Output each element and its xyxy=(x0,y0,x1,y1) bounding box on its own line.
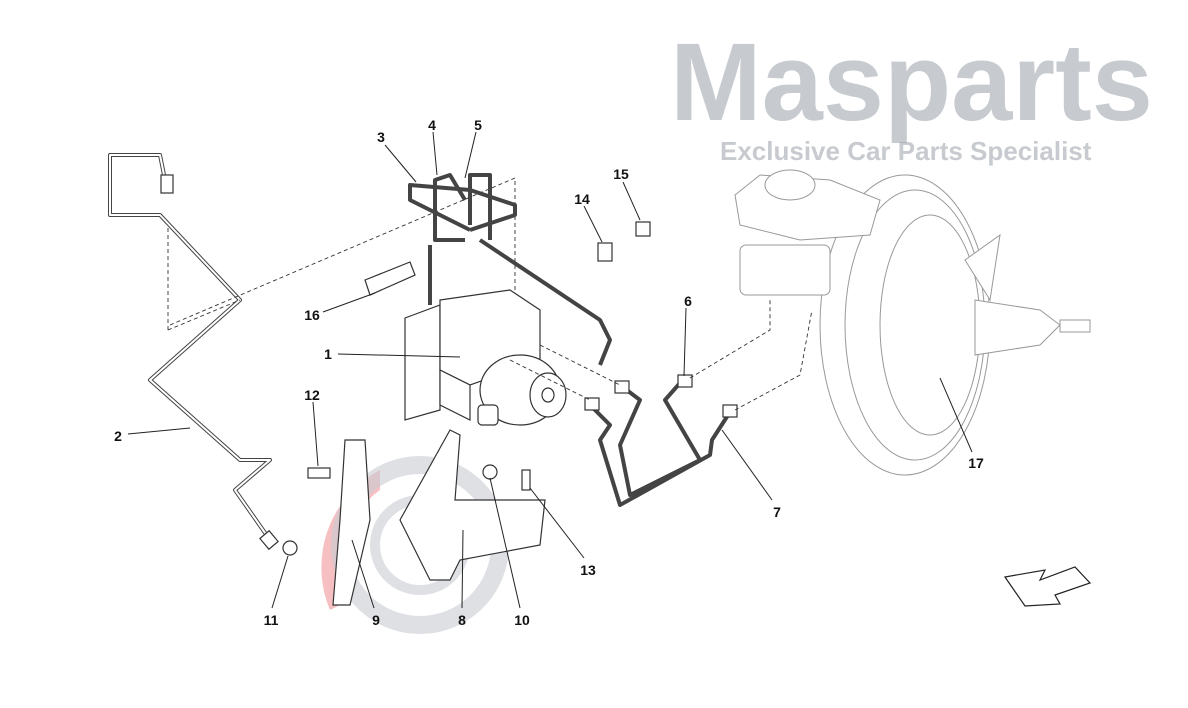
callout-10[interactable]: 10 xyxy=(514,612,530,628)
pipe-clip-16 xyxy=(364,261,416,296)
callout-labels: 1 2 3 4 5 6 7 8 9 10 11 12 13 14 15 16 1… xyxy=(114,117,984,628)
master-cylinder-reservoir xyxy=(734,169,881,296)
callout-11[interactable]: 11 xyxy=(264,612,279,628)
callout-2[interactable]: 2 xyxy=(114,428,122,444)
callout-3[interactable]: 3 xyxy=(377,129,385,145)
brake-pipe-2 xyxy=(108,153,279,551)
direction-arrow-icon xyxy=(1003,566,1092,607)
callout-8[interactable]: 8 xyxy=(458,612,466,628)
callout-17[interactable]: 17 xyxy=(968,455,984,471)
callout-16[interactable]: 16 xyxy=(304,307,320,323)
bolt-13 xyxy=(521,469,531,491)
callout-5[interactable]: 5 xyxy=(474,117,482,133)
callout-4[interactable]: 4 xyxy=(428,117,436,133)
callout-9[interactable]: 9 xyxy=(372,612,380,628)
watermark-text: Masparts Exclusive Car Parts Specialist xyxy=(670,21,1153,166)
washer-10 xyxy=(482,464,498,480)
callout-14[interactable]: 14 xyxy=(574,191,590,207)
brake-pipes-6-7 xyxy=(584,374,738,507)
brake-pipes-3-4-5 xyxy=(408,173,612,366)
bracket-8 xyxy=(399,429,546,581)
bolt-12 xyxy=(307,467,331,479)
brake-booster xyxy=(819,174,1091,476)
callout-7[interactable]: 7 xyxy=(773,504,781,520)
clip-11 xyxy=(282,540,298,556)
svg-text:Exclusive Car Parts Specialist: Exclusive Car Parts Specialist xyxy=(720,136,1092,166)
leader-lines xyxy=(127,131,973,609)
clip-15 xyxy=(635,221,651,237)
callout-13[interactable]: 13 xyxy=(580,562,596,578)
svg-text:Masparts: Masparts xyxy=(670,21,1153,144)
clip-14 xyxy=(597,242,613,262)
callout-12[interactable]: 12 xyxy=(304,387,320,403)
bracket-9 xyxy=(332,439,371,606)
callout-6[interactable]: 6 xyxy=(684,293,692,309)
callout-15[interactable]: 15 xyxy=(613,166,629,182)
abs-hydraulic-unit xyxy=(404,289,567,426)
callout-1[interactable]: 1 xyxy=(324,346,332,362)
